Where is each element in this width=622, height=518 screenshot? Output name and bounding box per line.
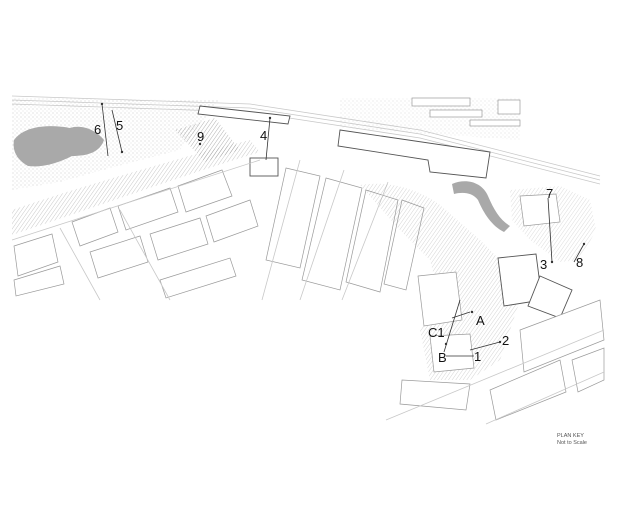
label-9: 9 (197, 129, 204, 144)
label-7: 7 (546, 186, 553, 201)
east-development (399, 193, 573, 411)
stream (452, 181, 510, 232)
view-markers (100, 102, 586, 357)
label-5: 5 (116, 118, 123, 133)
label-C1: C1 (428, 325, 445, 340)
label-6: 6 (94, 122, 101, 137)
hatched-belt-north (175, 118, 240, 162)
stippled-ground-north (340, 98, 520, 140)
railway (11, 95, 601, 185)
stippled-ground-northwest (12, 98, 220, 190)
hatched-belt-west (12, 140, 260, 235)
label-2: 2 (502, 333, 509, 348)
west-housing (11, 159, 261, 301)
station-platform (197, 105, 291, 125)
plan-key-scale: Not to Scale (557, 440, 587, 446)
plan-key-title: PLAN KEY (557, 433, 584, 439)
label-3: 3 (540, 257, 547, 272)
label-B: B (438, 350, 447, 365)
central-housing (261, 159, 425, 301)
label-8: 8 (576, 255, 583, 270)
label-4: 4 (260, 128, 267, 143)
kiosk-building (249, 157, 279, 177)
lake (13, 126, 104, 167)
station-building (337, 129, 491, 179)
north-blocks (411, 97, 521, 127)
label-A: A (476, 313, 485, 328)
label-1: 1 (474, 349, 481, 364)
southeast-blocks (385, 299, 605, 425)
